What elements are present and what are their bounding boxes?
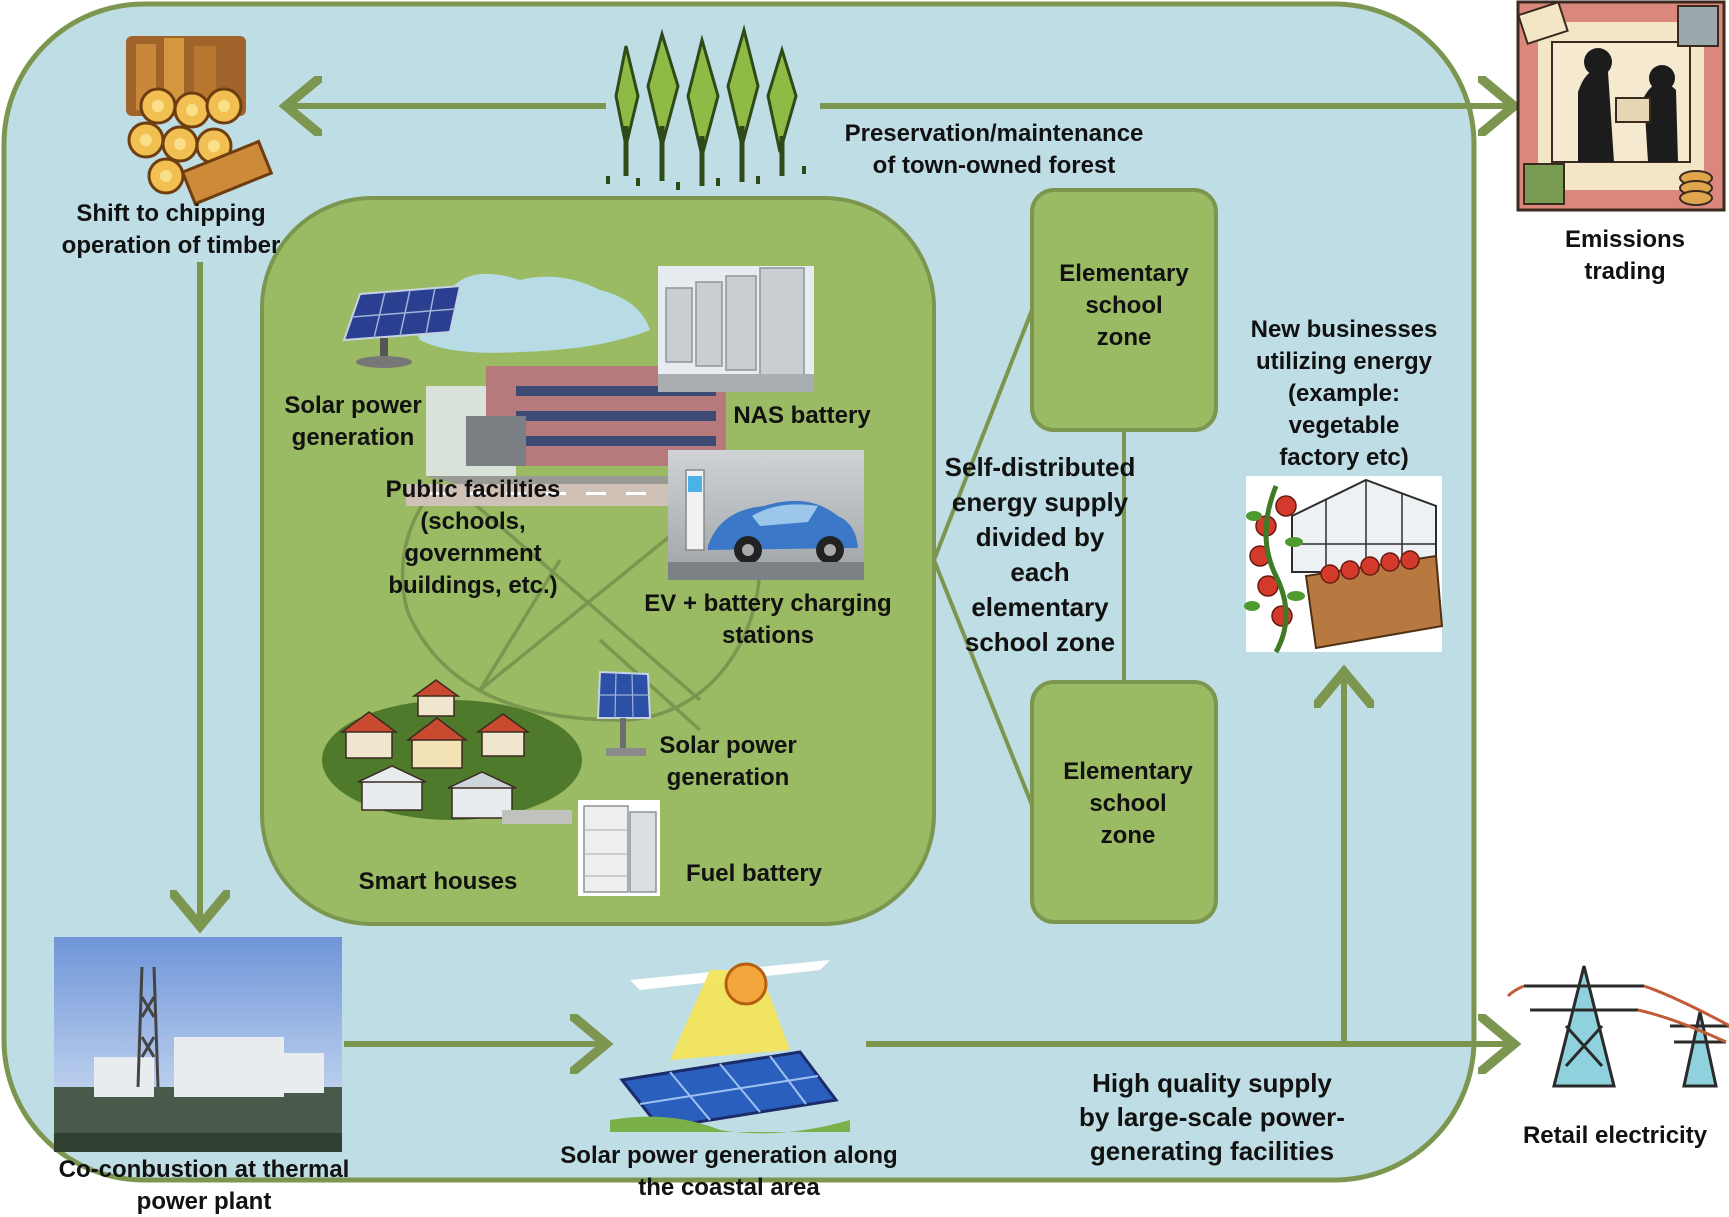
nas-battery-photo (658, 266, 814, 392)
solar-power-top-label: Solar power generation (284, 392, 422, 451)
emissions-label: Emissions trading (1564, 226, 1686, 285)
ev-charging-label: EV + battery charging stations (644, 590, 892, 649)
nas-battery-label: NAS battery (733, 402, 871, 429)
forest-label: Preservation/maintenance of town-owned f… (844, 120, 1144, 179)
school-zone-top-box (1030, 188, 1218, 432)
solar-power-bottom-label: Solar power generation (659, 732, 797, 791)
fuel-battery-label: Fuel battery (685, 860, 823, 887)
new-businesses-label: New businesses utilizing energy (example… (1250, 316, 1438, 471)
thermal-plant-photo (54, 937, 342, 1152)
fuel-battery-icon (578, 800, 660, 896)
public-facilities-label: Public facilities (schools, government b… (385, 476, 561, 599)
solar-panel-icon (342, 284, 462, 368)
flow-arrows (200, 106, 1508, 1044)
zone-connectors (932, 309, 1126, 806)
solar-panel-small-icon (596, 670, 652, 756)
school-zone-bottom-box (1030, 680, 1218, 924)
vegetable-factory-icon (1244, 476, 1444, 654)
retail-electricity-label: Retail electricity (1522, 1122, 1708, 1149)
timber-logs-icon (126, 36, 274, 206)
high-quality-label: High quality supply by large-scale power… (1079, 1068, 1345, 1166)
smart-houses-label: Smart houses (358, 868, 518, 895)
self-distributed-label: Self-distributed energy supply divided b… (944, 452, 1136, 657)
cloud-shape (414, 273, 650, 353)
coastal-solar-label: Solar power generation along the coastal… (560, 1142, 898, 1201)
coastal-solar-icon (610, 960, 850, 1134)
ev-charger-photo (668, 450, 864, 580)
emissions-trading-icon (1516, 0, 1726, 212)
smart-houses-icon (322, 679, 582, 824)
school-zone-bottom-label: Elementary school zone (1063, 758, 1193, 849)
forest-trees-icon (606, 24, 806, 190)
chipping-label: Shift to chipping operation of timber (61, 200, 281, 259)
power-pylon-icon (1506, 965, 1729, 1088)
school-zone-top-label: Elementary school zone (1059, 260, 1189, 351)
thermal-plant-label: Co-conbustion at thermal power plant (58, 1156, 350, 1215)
